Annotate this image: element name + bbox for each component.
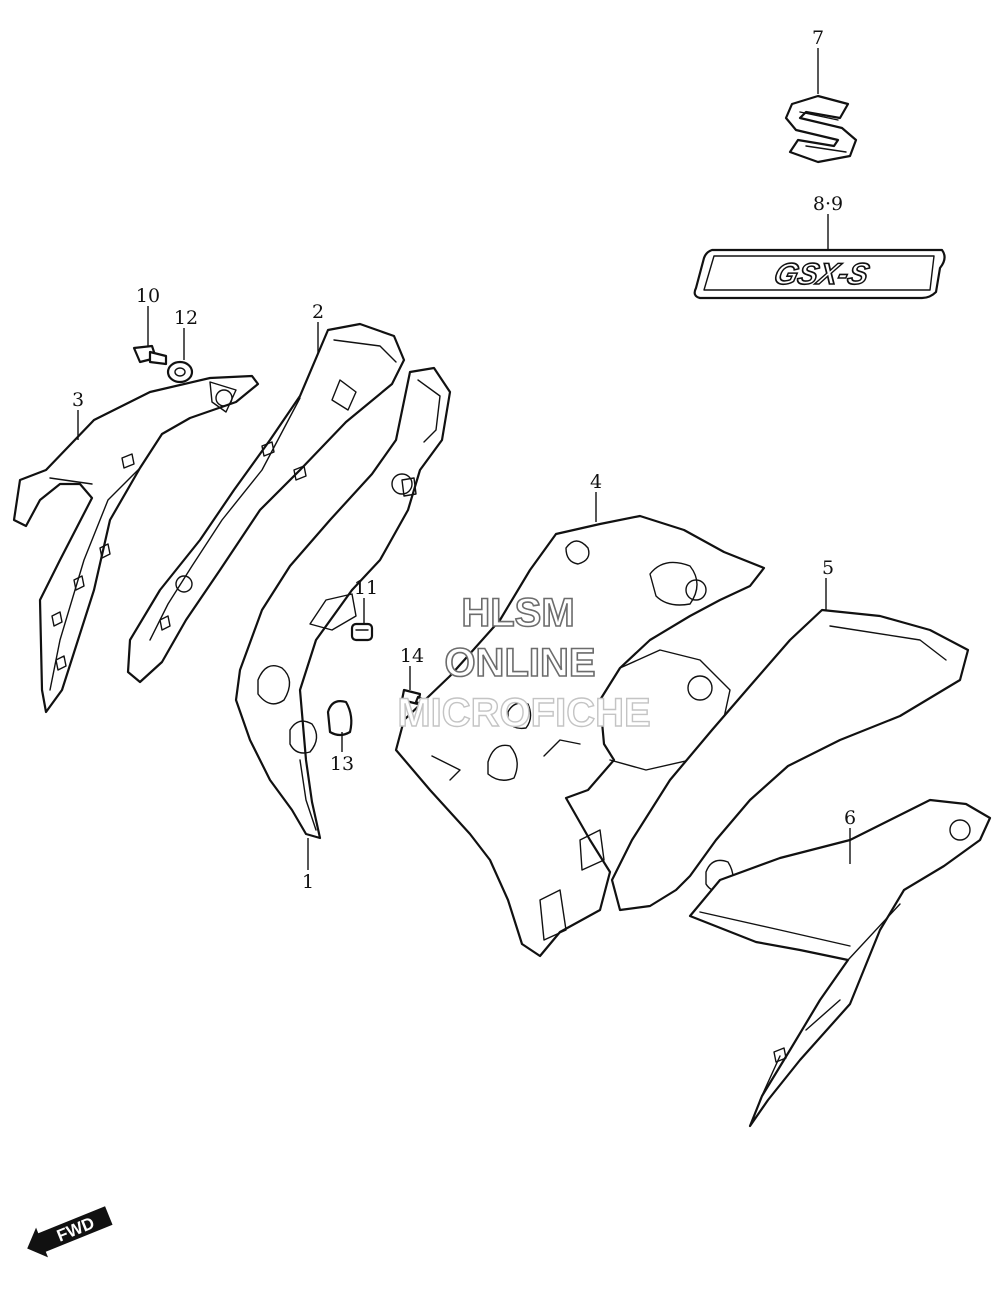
callout-12: 12 [174, 307, 198, 329]
callout-2: 2 [312, 301, 324, 323]
callout-14: 14 [400, 645, 424, 667]
fwd-label: FWD [54, 1213, 97, 1245]
part-6-lower-panel[interactable] [688, 798, 992, 1128]
part-8-9-gsx-s-emblem[interactable]: GSX-S [693, 248, 946, 300]
part-12-grommet[interactable] [166, 360, 194, 384]
callout-8-9: 8·9 [813, 193, 843, 215]
callout-7: 7 [812, 27, 824, 49]
part-1-side-cover[interactable] [234, 366, 452, 840]
callout-1: 1 [302, 871, 314, 893]
part-3-frame-cover[interactable] [12, 374, 260, 714]
leader-lines [77, 48, 851, 870]
part-11-grommet[interactable] [350, 622, 374, 642]
callout-5: 5 [822, 557, 834, 579]
watermark-line-1: HLSM [461, 591, 574, 635]
callout-numbers: 7 8·9 10 12 3 2 4 5 6 11 13 14 1 [72, 27, 856, 893]
part-13-cushion[interactable] [326, 700, 353, 737]
callout-3: 3 [72, 389, 84, 411]
emblem-text: GSX-S [771, 257, 873, 290]
fwd-arrow-shape [27, 1206, 113, 1258]
watermark-line-3: MICROFICHE [397, 691, 650, 735]
part-4-inner-panel[interactable] [394, 514, 766, 958]
watermark: HLSM ONLINE MICROFICHE [397, 590, 652, 736]
callout-10: 10 [136, 285, 160, 307]
callout-13: 13 [330, 753, 354, 775]
part-7-s-emblem[interactable] [784, 94, 858, 164]
callout-11: 11 [354, 577, 378, 599]
watermark-line-2: ONLINE [444, 641, 595, 685]
callout-4: 4 [590, 471, 602, 493]
callout-6: 6 [844, 807, 856, 829]
part-10-bolt[interactable] [132, 344, 168, 366]
fwd-arrow: FWD [27, 1206, 113, 1258]
part-2-side-cover[interactable] [126, 322, 406, 684]
